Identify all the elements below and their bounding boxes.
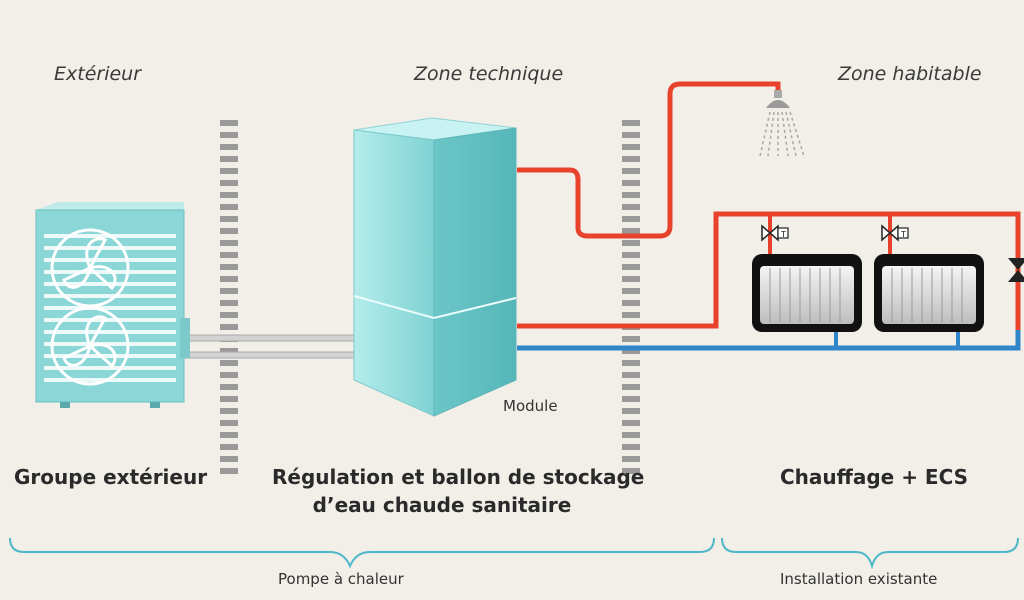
groupe-exterieur-label: Groupe extérieur <box>14 465 208 489</box>
fan-bottom-icon <box>50 306 130 386</box>
zone-exterieur-label: Extérieur <box>54 63 142 85</box>
regulation-label-line1: Régulation et ballon de stockage <box>272 465 645 489</box>
bypass-valve-icon <box>1008 258 1024 282</box>
fan-top-icon <box>50 228 130 308</box>
installation-existante-label: Installation existante <box>780 570 938 588</box>
hot-pipe-heating <box>517 211 1021 330</box>
shower-icon <box>759 90 805 157</box>
hot-pipe-shower <box>517 81 781 239</box>
regulation-label-line2: d’eau chaude sanitaire <box>312 493 572 517</box>
chauffage-label: Chauffage + ECS <box>780 465 969 489</box>
radiator-1 <box>752 254 862 332</box>
cold-pipe-return <box>517 330 1021 351</box>
bracket-installation <box>721 537 1019 570</box>
module-label: Module <box>503 397 558 415</box>
zone-technique-label: Zone technique <box>414 63 564 85</box>
svg-text:T: T <box>780 230 786 239</box>
indoor-module <box>353 117 517 417</box>
bracket-pompe <box>9 537 715 569</box>
valve-icon-2: T <box>881 224 909 242</box>
valve-icon-1: T <box>761 224 789 242</box>
radiator-2 <box>874 254 984 332</box>
zone-habitable-label: Zone habitable <box>838 63 982 85</box>
pompe-a-chaleur-label: Pompe à chaleur <box>278 570 404 588</box>
refrigerant-pipes <box>181 334 355 359</box>
outdoor-unit <box>35 202 190 408</box>
svg-text:T: T <box>900 230 906 239</box>
